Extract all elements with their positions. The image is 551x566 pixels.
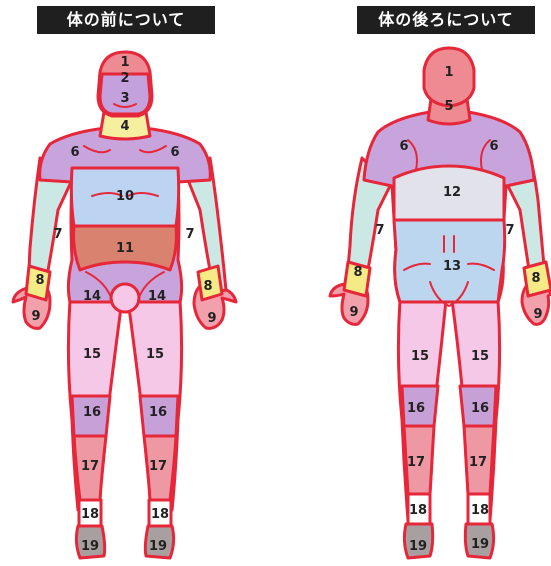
back-label-19-left: 19	[409, 539, 427, 554]
front-label-9-left: 9	[31, 309, 40, 324]
front-label-16-left: 16	[83, 405, 101, 420]
front-label-10: 10	[116, 189, 134, 204]
back-label-17-left: 17	[407, 455, 425, 470]
back-label-18-left: 18	[409, 503, 427, 518]
front-label-14-right: 14	[148, 289, 166, 304]
back-label-7-left: 7	[375, 223, 384, 238]
back-label-13: 13	[443, 259, 461, 274]
front-label-7-left: 7	[53, 227, 62, 242]
back-label-8-right: 8	[531, 271, 540, 286]
back-label-15-right: 15	[471, 349, 489, 364]
back-label-15-left: 15	[411, 349, 429, 364]
front-label-17-right: 17	[149, 459, 167, 474]
back-body-figure	[330, 48, 551, 558]
front-label-19-right: 19	[149, 539, 167, 554]
front-label-18-left: 18	[81, 507, 99, 522]
back-label-7-right: 7	[505, 223, 514, 238]
back-label-12: 12	[443, 185, 461, 200]
front-label-2: 2	[120, 71, 129, 86]
front-label-16-right: 16	[149, 405, 167, 420]
front-label-18-right: 18	[151, 507, 169, 522]
back-label-16-right: 16	[471, 401, 489, 416]
back-label-18-right: 18	[471, 503, 489, 518]
back-label-1: 1	[444, 65, 453, 80]
front-label-17-left: 17	[81, 459, 99, 474]
back-label-17-right: 17	[469, 455, 487, 470]
front-label-19-left: 19	[81, 539, 99, 554]
front-label-4: 4	[120, 119, 129, 134]
front-label-15-left: 15	[83, 347, 101, 362]
back-label-8-left: 8	[353, 265, 362, 280]
front-label-1: 1	[120, 55, 129, 70]
back-label-9-right: 9	[533, 307, 542, 322]
front-groin[interactable]	[111, 284, 139, 312]
back-label-19-right: 19	[471, 537, 489, 552]
front-label-11: 11	[116, 241, 134, 256]
back-label-16-left: 16	[407, 401, 425, 416]
back-label-6-right: 6	[489, 139, 498, 154]
front-label-14-left: 14	[83, 289, 101, 304]
front-label-6-left: 6	[70, 145, 79, 160]
front-label-8-left: 8	[35, 273, 44, 288]
front-label-7-right: 7	[185, 227, 194, 242]
front-label-15-right: 15	[146, 347, 164, 362]
front-label-6-right: 6	[170, 145, 179, 160]
back-label-9-left: 9	[349, 305, 358, 320]
back-label-5: 5	[444, 99, 453, 114]
front-label-9-right: 9	[207, 311, 216, 326]
back-label-6-left: 6	[399, 139, 408, 154]
front-label-8-right: 8	[203, 279, 212, 294]
front-label-3: 3	[120, 91, 129, 106]
